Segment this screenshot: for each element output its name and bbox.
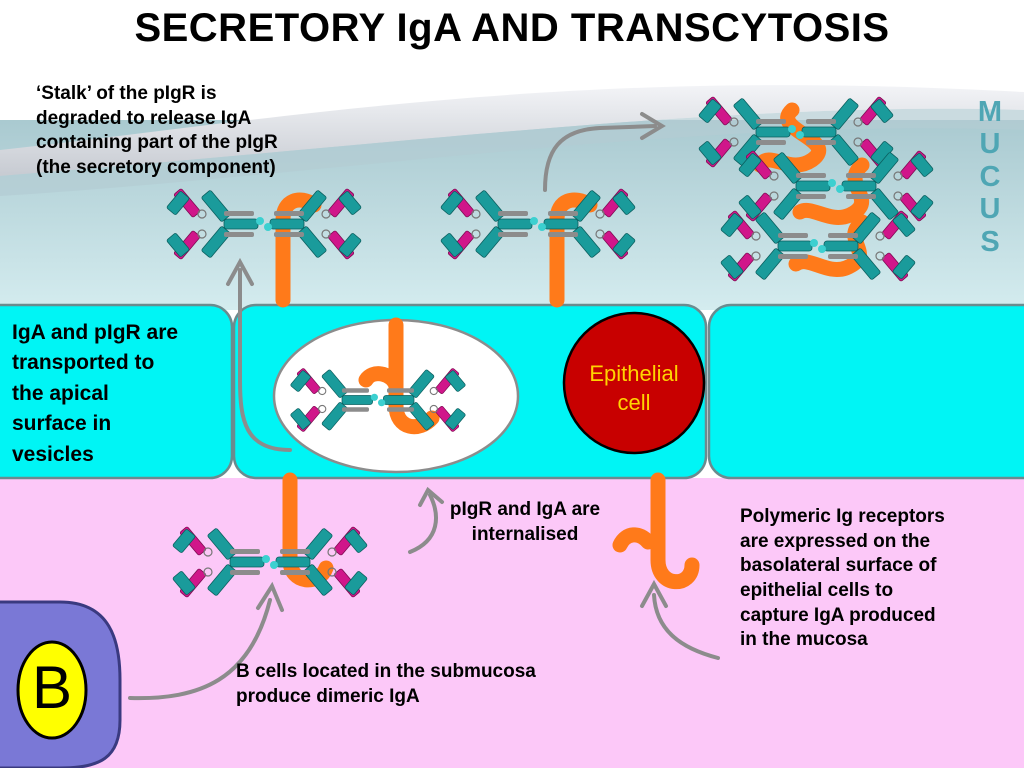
- note-line: capture IgA produced: [740, 604, 936, 626]
- curved-arrow-icon: [256, 581, 284, 612]
- note-line: pIgR and IgA are: [449, 499, 601, 520]
- note-line: epithelial cells to: [740, 580, 894, 602]
- note-line: surface in: [12, 412, 112, 436]
- curved-arrow-icon: [652, 593, 720, 660]
- stalk-note: ‘Stalk’ of the pIgR is degraded to relea…: [36, 82, 278, 181]
- label-line: Epithelial: [589, 361, 679, 386]
- note-line: containing part of the pIgR: [36, 132, 278, 154]
- mucus-letter: M: [977, 96, 1003, 128]
- note-line: internalised: [471, 523, 579, 545]
- curved-arrow-icon: [640, 579, 668, 608]
- curved-arrow-icon: [128, 598, 272, 701]
- note-line: Polymeric Ig receptors: [740, 506, 945, 527]
- note-line: transported to: [12, 351, 155, 375]
- b-cell-label: B: [31, 654, 73, 721]
- b-cells-note: B cells located in the submucosa produce…: [236, 660, 536, 709]
- epithelial-cell-right: [707, 303, 1024, 480]
- page-title: SECRETORY IgA AND TRANSCYTOSIS: [134, 6, 890, 50]
- note-line: in the mucosa: [740, 629, 868, 651]
- note-line: (the secretory component): [36, 157, 276, 179]
- note-line: basolateral surface of: [740, 555, 937, 577]
- pigr-receptor-icon: [792, 157, 870, 225]
- note-line: degraded to release IgA: [36, 107, 252, 129]
- mucus-wave: [0, 85, 1024, 176]
- note-line: produce dimeric IgA: [236, 685, 420, 707]
- note-line: IgA and pIgR are: [12, 321, 179, 344]
- mucus-letter: C: [979, 160, 1001, 193]
- pigr-receptor-icon: [650, 472, 700, 590]
- internalised-note: pIgR and IgA are internalised: [420, 498, 630, 547]
- note-line: ‘Stalk’ of the pIgR is: [36, 83, 217, 104]
- epithelial-nucleus: [562, 311, 706, 455]
- note-line: vesicles: [12, 442, 94, 466]
- b-cell-nucleus: [16, 640, 88, 740]
- epithelial-cell-left: [0, 303, 234, 480]
- curved-arrow-icon: [408, 493, 438, 554]
- curved-arrow-icon: [543, 124, 657, 192]
- note-line: the apical: [12, 381, 109, 405]
- mucus-letter: U: [979, 128, 1001, 161]
- epithelial-cell-label: Epithelial cell: [564, 360, 704, 417]
- pigr-receptor-icon: [358, 366, 404, 393]
- mucus-letter: S: [980, 225, 1000, 258]
- curved-arrow-icon: [238, 268, 292, 452]
- mucus-letter: U: [979, 193, 1001, 226]
- note-line: are expressed on the: [740, 530, 931, 552]
- label-line: cell: [617, 389, 651, 415]
- curved-arrow-icon: [640, 112, 666, 140]
- pigr-receptor-icon: [612, 527, 656, 553]
- mucus-label: M U C U S: [976, 96, 1004, 258]
- submucosa: [0, 478, 1024, 768]
- curved-arrow-icon: [226, 257, 254, 286]
- curved-arrow-icon: [418, 486, 444, 507]
- note-line: B cells located in the submucosa: [236, 661, 536, 682]
- process-arrows: [128, 112, 720, 701]
- vesicle-transport-note: IgA and pIgR are transported to the apic…: [12, 318, 178, 470]
- pigr-expression-note: Polymeric Ig receptors are expressed on …: [740, 505, 945, 653]
